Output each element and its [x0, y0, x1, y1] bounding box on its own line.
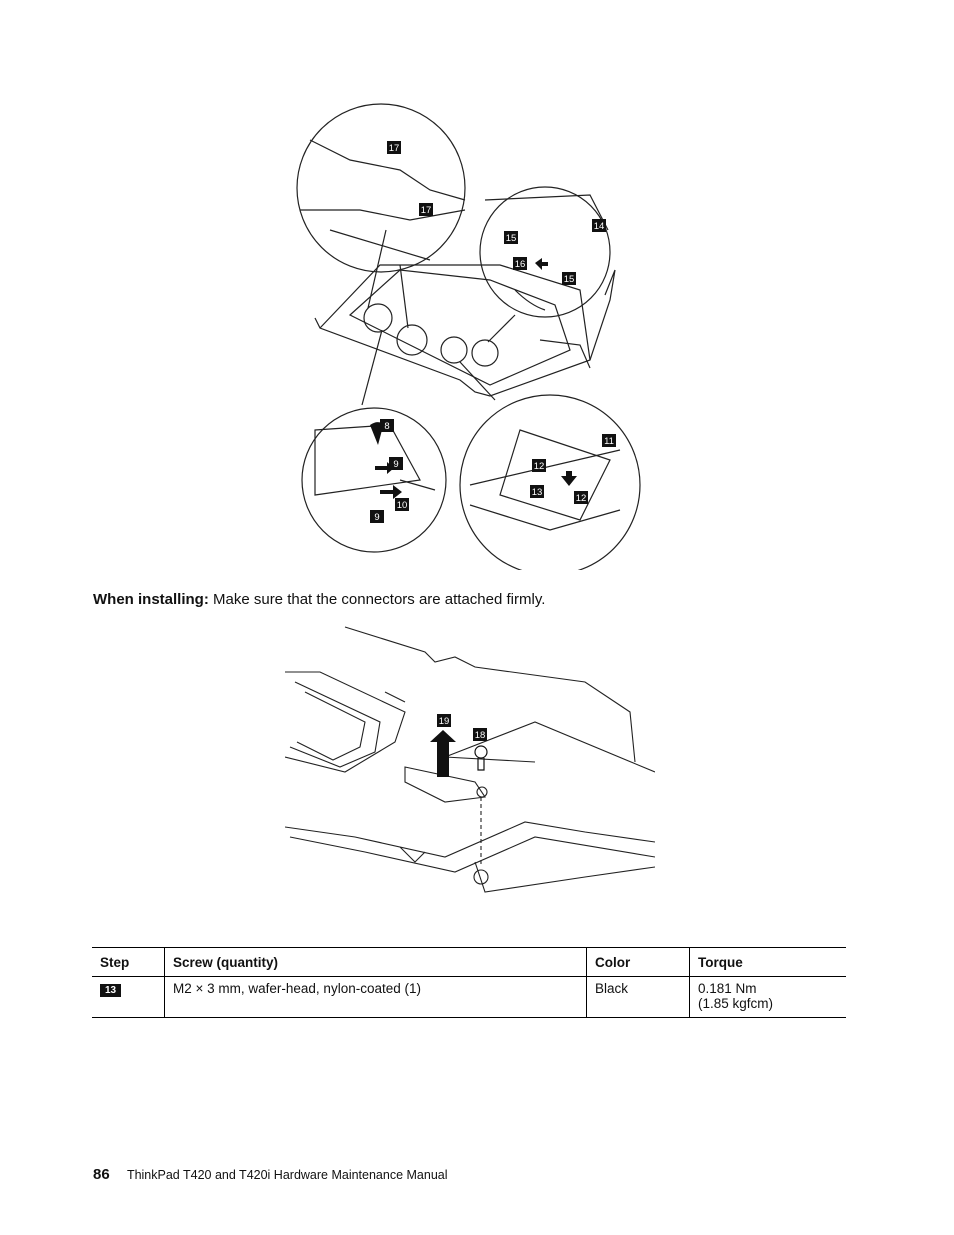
col-header-screw: Screw (quantity)	[164, 947, 587, 977]
step-badge: 13	[100, 984, 122, 997]
callout-labels: 17 17 15 14 16 15 8 9 10 9 11 12 13 12	[370, 141, 616, 523]
callout-badge-3	[592, 219, 606, 232]
callout-label-12: 13	[532, 487, 543, 498]
installation-note: When installing: Make sure that the conn…	[93, 591, 545, 608]
callout-badge-8	[395, 498, 409, 511]
color-cell: Black	[586, 976, 690, 1018]
torque-cell: 0.181 Nm (1.85 kgfcm)	[689, 976, 846, 1018]
page-footer: 86 ThinkPad T420 and T420i Hardware Main…	[93, 1166, 448, 1183]
manual-title: ThinkPad T420 and T420i Hardware Mainten…	[126, 1168, 448, 1182]
callout-label-13: 12	[576, 493, 587, 504]
screw-cell: M2 × 3 mm, wafer-head, nylon-coated (1)	[164, 976, 587, 1018]
install-callout-badge-1	[473, 728, 487, 741]
torque-kgfcm: (1.85 kgfcm)	[698, 996, 774, 1011]
callout-label-9: 9	[374, 512, 379, 523]
disassembly-diagram: 17 17 15 14 16 15 8 9 10 9 11 12 13 12	[296, 103, 641, 570]
callout-label-7: 9	[393, 459, 398, 470]
callout-label-4: 16	[515, 259, 526, 270]
callout-label-3: 14	[594, 221, 605, 232]
page-number: 86	[93, 1166, 110, 1183]
callout-label-1: 17	[421, 205, 432, 216]
callout-badge-7	[389, 457, 403, 470]
col-header-torque: Torque	[689, 947, 846, 977]
screw-specification-table: Step Screw (quantity) Color Torque 13 M2…	[92, 947, 846, 1018]
install-callout-badge-0	[437, 714, 451, 727]
callout-badge-2	[504, 231, 518, 244]
note-text: Make sure that the connectors are attach…	[213, 591, 546, 608]
callout-label-2: 15	[506, 233, 517, 244]
install-callout-label-1: 18	[475, 730, 486, 741]
install-callout-label-0: 19	[439, 716, 450, 727]
callout-badge-6	[380, 419, 394, 432]
callout-badge-13	[574, 491, 588, 504]
step-cell: 13	[92, 977, 165, 1018]
callout-label-5: 15	[564, 274, 575, 285]
callout-label-11: 12	[534, 461, 545, 472]
callout-badge-4	[513, 257, 527, 270]
col-header-step: Step	[100, 955, 130, 970]
callout-badge-5	[562, 272, 576, 285]
table-row: 13 M2 × 3 mm, wafer-head, nylon-coated (…	[92, 976, 846, 1018]
callout-badge-10	[602, 434, 616, 447]
callout-badge-1	[419, 203, 433, 216]
note-label: When installing:	[93, 591, 209, 608]
torque-nm: 0.181 Nm	[698, 981, 757, 996]
callout-badge-11	[532, 459, 546, 472]
callout-label-8: 10	[397, 500, 408, 511]
col-header-color: Color	[586, 947, 690, 977]
callout-badge-0	[387, 141, 401, 154]
callout-label-10: 11	[604, 436, 614, 447]
callout-label-0: 17	[389, 143, 400, 154]
callout-label-6: 8	[384, 421, 389, 432]
table-header-row: Step Screw (quantity) Color Torque	[92, 947, 846, 977]
callout-badge-9	[370, 510, 384, 523]
callout-badge-12	[530, 485, 544, 498]
